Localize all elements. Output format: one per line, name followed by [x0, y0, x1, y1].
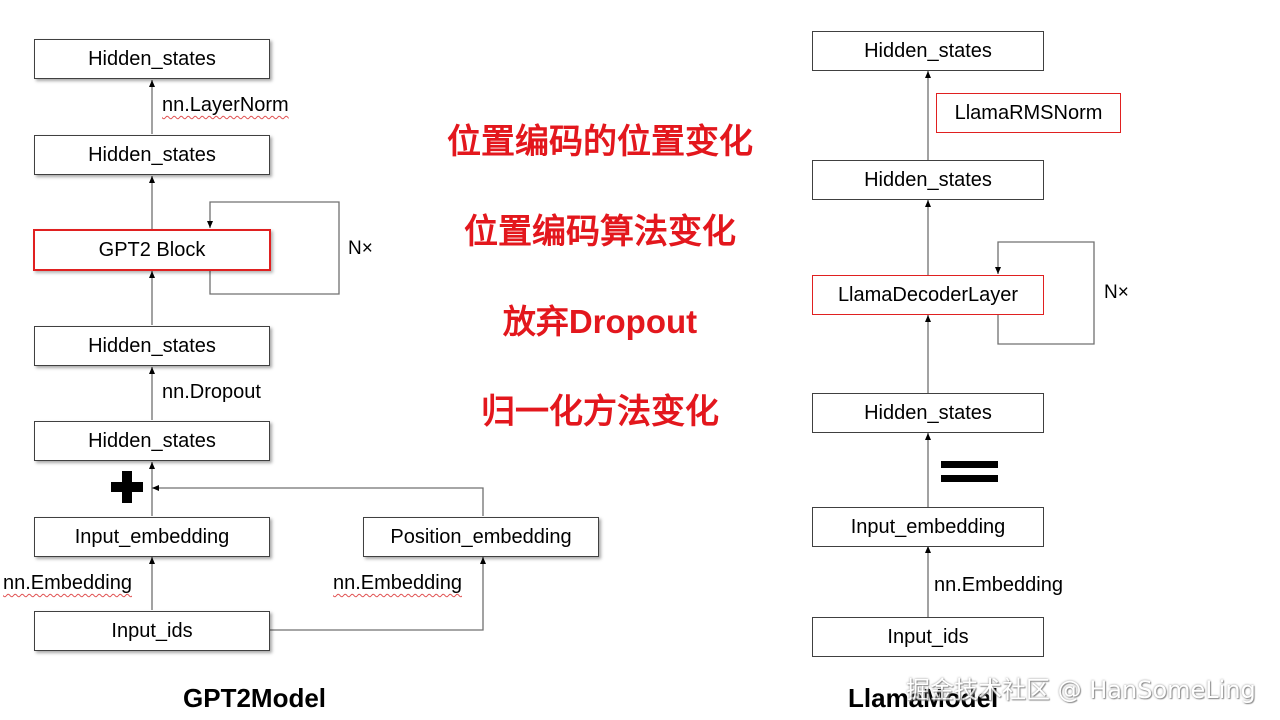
arrow-position-to-plus: [152, 485, 484, 516]
llama-input-ids: Input_ids: [812, 617, 1044, 657]
gpt2-position-embedding: Position_embedding: [363, 517, 599, 557]
node-label: Hidden_states: [88, 143, 216, 166]
gpt2-hidden-states-3: Hidden_states: [34, 326, 270, 366]
llama-caption: LlamaModel: [848, 683, 999, 713]
arrow-ids-to-position: [270, 557, 486, 631]
llama-hidden-states-top: Hidden_states: [812, 31, 1044, 71]
llama-repeat-loop: [995, 241, 1095, 345]
llama-input-embedding: Input_embedding: [812, 507, 1044, 547]
llama-rmsnorm: LlamaRMSNorm: [936, 93, 1121, 133]
node-label: LlamaRMSNorm: [954, 101, 1103, 124]
llama-repeat-label: N×: [1104, 282, 1129, 303]
note-position-placement: 位置编码的位置变化: [447, 122, 753, 162]
llama-hidden-states-3: Hidden_states: [812, 393, 1044, 433]
llama-decoder-layer: LlamaDecoderLayer: [812, 275, 1044, 315]
gpt2-input-ids: Input_ids: [34, 611, 270, 651]
equals-icon: [941, 461, 998, 482]
gpt2-dropout-label: nn.Dropout: [162, 381, 261, 403]
note-drop-dropout: 放弃Dropout: [502, 303, 698, 340]
note-position-algorithm: 位置编码算法变化: [464, 212, 736, 252]
gpt2-caption: GPT2Model: [183, 683, 327, 713]
llama-embedding-label: nn.Embedding: [934, 574, 1063, 596]
node-label: LlamaDecoderLayer: [837, 283, 1019, 306]
gpt2-input-embedding: Input_embedding: [34, 517, 270, 557]
watermark: 掘金技术社区 @ HanSomeLing: [906, 676, 1256, 704]
gpt2-embedding-right-label: nn.Embedding: [333, 572, 462, 594]
gpt2-hidden-states-2: Hidden_states: [34, 135, 270, 175]
plus-icon: [111, 471, 143, 503]
gpt2-repeat-loop: [207, 201, 340, 295]
gpt2-repeat-label: N×: [348, 238, 373, 259]
node-label: Position_embedding: [390, 525, 572, 548]
note-normalization: 归一化方法变化: [481, 392, 719, 432]
node-label: Hidden_states: [864, 168, 992, 191]
gpt2-hidden-states-4: Hidden_states: [34, 421, 270, 461]
node-label: Hidden_states: [88, 429, 216, 452]
node-label: Hidden_states: [88, 47, 216, 70]
node-label: Hidden_states: [864, 39, 992, 62]
node-label: GPT2 Block: [98, 238, 206, 261]
gpt2-layernorm-label: nn.LayerNorm: [162, 94, 289, 116]
gpt2-hidden-states-top: Hidden_states: [34, 39, 270, 79]
node-label: Input_embedding: [74, 525, 230, 548]
node-label: Input_ids: [887, 625, 969, 648]
gpt2-embedding-left-label: nn.Embedding: [3, 572, 132, 594]
node-label: Input_embedding: [850, 515, 1006, 538]
gpt2-block: GPT2 Block: [33, 229, 271, 271]
node-label: Hidden_states: [88, 334, 216, 357]
node-label: Input_ids: [111, 619, 193, 642]
llama-hidden-states-2: Hidden_states: [812, 160, 1044, 200]
node-label: Hidden_states: [864, 401, 992, 424]
